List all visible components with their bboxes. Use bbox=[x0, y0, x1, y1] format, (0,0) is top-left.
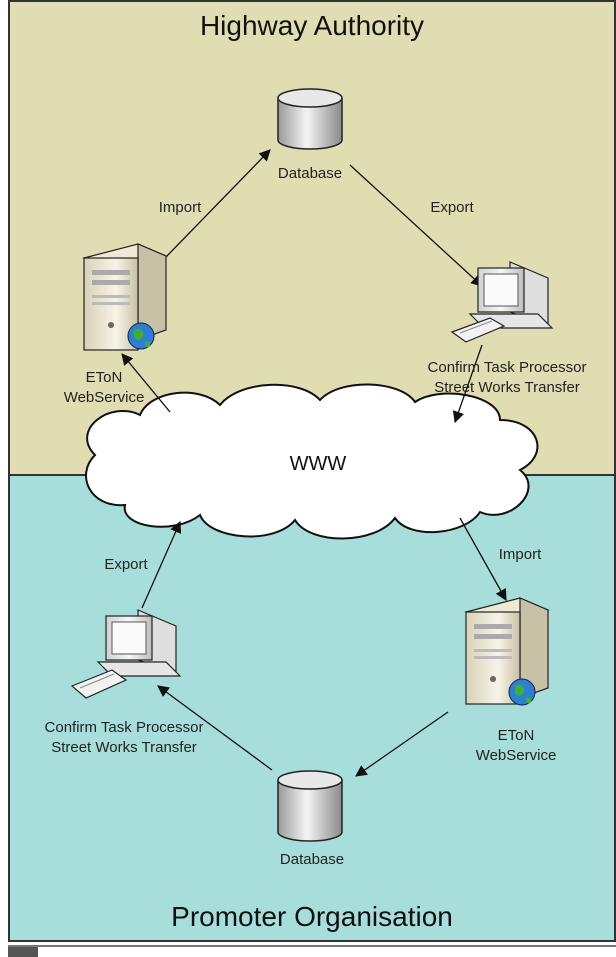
eton-webservice-bottom-label: EToN WebService bbox=[475, 727, 557, 764]
eton-webservice-top-label: EToN WebService bbox=[63, 369, 145, 406]
export-bottom-label: Export bbox=[104, 556, 148, 573]
page-bottom-rule bbox=[8, 945, 616, 947]
workstation-bottom-icon bbox=[70, 609, 182, 699]
arrow-export-top bbox=[349, 164, 483, 287]
database-top-label: Database bbox=[277, 165, 343, 182]
arrow-db-to-pc-bottom bbox=[157, 685, 273, 771]
confirm-task-processor-bottom-label: Confirm Task Processor Street Works Tran… bbox=[44, 719, 204, 756]
arrow-pc-top-to-www bbox=[452, 344, 483, 424]
promoter-organisation-title: Promoter Organisation bbox=[171, 901, 453, 932]
workstation-top-icon bbox=[450, 261, 554, 343]
arrow-server-to-db-bottom bbox=[355, 711, 449, 777]
page-bottom-stub bbox=[8, 947, 38, 957]
arrow-import-bottom bbox=[459, 517, 507, 602]
server-top-icon bbox=[82, 243, 168, 351]
arrow-www-to-server-top bbox=[121, 353, 171, 413]
database-bottom-label: Database bbox=[279, 851, 345, 868]
confirm-task-processor-top-label: Confirm Task Processor Street Works Tran… bbox=[427, 359, 587, 396]
database-bottom-icon bbox=[277, 770, 343, 842]
import-top-label: Import bbox=[158, 199, 202, 216]
import-bottom-label: Import bbox=[498, 546, 542, 563]
arrow-export-bottom bbox=[141, 520, 182, 609]
highway-authority-title: Highway Authority bbox=[199, 10, 425, 41]
www-cloud bbox=[85, 383, 539, 540]
arrow-import-top bbox=[164, 149, 271, 259]
promoter-organisation-zone: Promoter Organisation bbox=[8, 474, 616, 942]
server-bottom-icon bbox=[464, 597, 550, 706]
export-top-label: Export bbox=[430, 199, 474, 216]
database-top-icon bbox=[277, 88, 343, 150]
www-cloud-label: WWW bbox=[289, 453, 347, 475]
